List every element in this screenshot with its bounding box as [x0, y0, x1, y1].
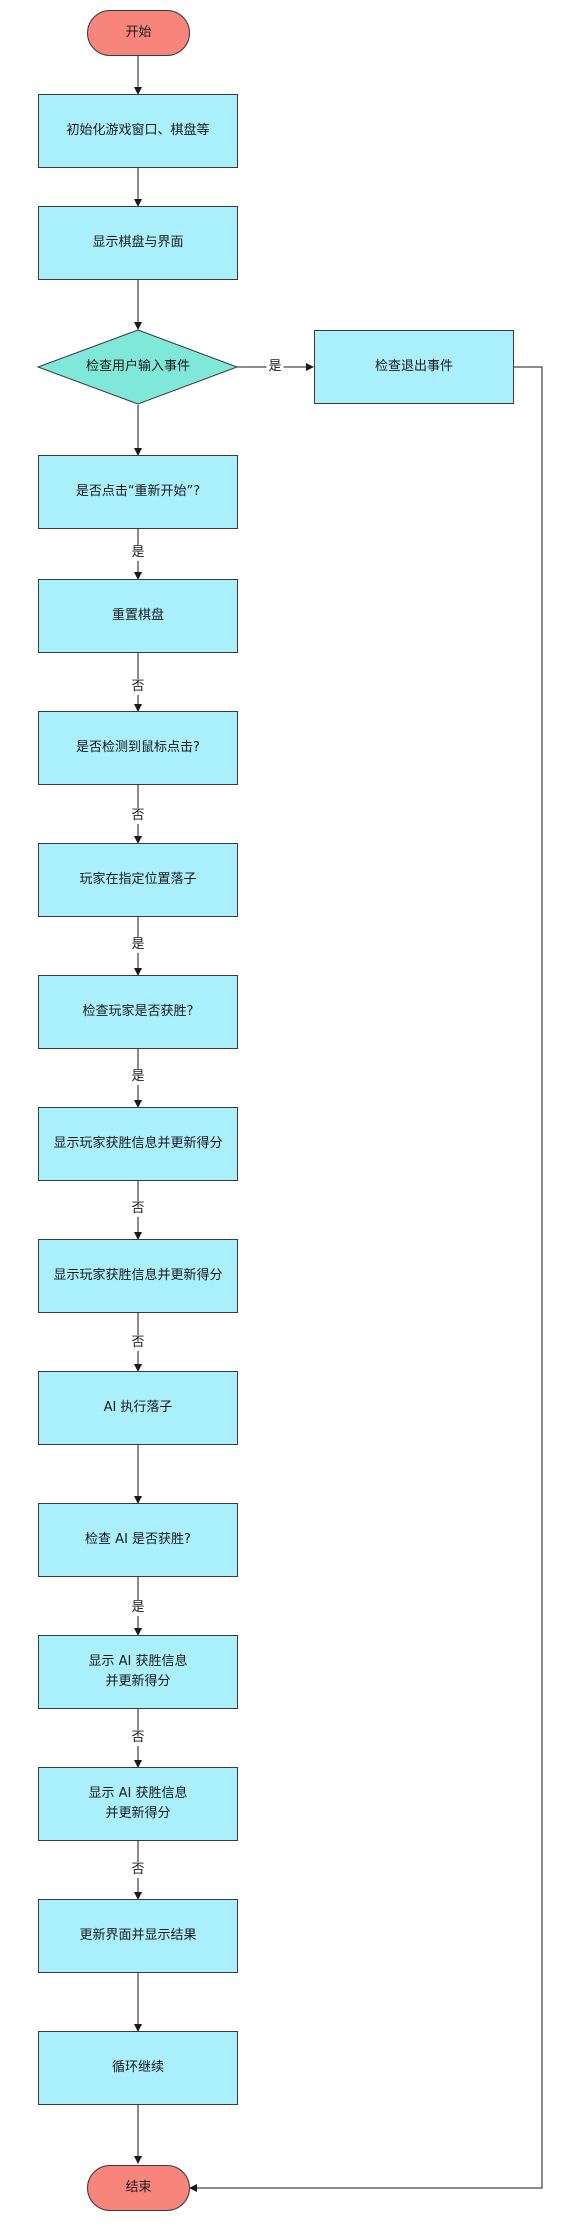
edge-label-mouse-move: 否 — [129, 808, 147, 824]
player-win-info-step-1: 显示玩家获胜信息并更新得分 — [38, 1107, 238, 1181]
edge-label-reset-mouse: 否 — [129, 679, 147, 695]
edge-label-winq-info1: 是 — [129, 1069, 147, 1085]
edge-label-info1-info2: 否 — [129, 1201, 147, 1217]
ai-win-question: 检查 AI 是否获胜? — [38, 1503, 238, 1577]
edge-label-aiinfo1-aiinfo2: 否 — [129, 1730, 147, 1746]
init-step: 初始化游戏窗口、棋盘等 — [38, 94, 238, 168]
decision-diamond-input — [36, 329, 239, 405]
edge-label-aiinfo2-update: 否 — [129, 1862, 147, 1878]
reset-board-step: 重置棋盘 — [38, 579, 238, 653]
ai-move-step: AI 执行落子 — [38, 1371, 238, 1445]
edge-label-restart-reset: 是 — [129, 545, 147, 561]
check-exit-step: 检查退出事件 — [314, 330, 514, 404]
end-node: 结束 — [87, 2165, 190, 2211]
player-move-step: 玩家在指定位置落子 — [38, 843, 238, 917]
ai-win-info-step-2: 显示 AI 获胜信息 并更新得分 — [38, 1767, 238, 1841]
edge-label-info2-ai: 否 — [129, 1335, 147, 1351]
edge-label-aiwin-aiinfo1: 是 — [129, 1600, 147, 1616]
edge-label-move-winq: 是 — [129, 937, 147, 953]
edge-label-input-exit: 是 — [266, 359, 284, 375]
player-win-question: 检查玩家是否获胜? — [38, 975, 238, 1049]
restart-question: 是否点击“重新开始”? — [38, 455, 238, 529]
start-node: 开始 — [87, 10, 190, 56]
ai-win-info-step-1: 显示 AI 获胜信息 并更新得分 — [38, 1635, 238, 1709]
show-board-step: 显示棋盘与界面 — [38, 206, 238, 280]
check-input-decision: 检查用户输入事件 — [85, 359, 190, 374]
mouse-click-question: 是否检测到鼠标点击? — [38, 711, 238, 785]
player-win-info-step-2: 显示玩家获胜信息并更新得分 — [38, 1239, 238, 1313]
loop-step: 循环继续 — [38, 2031, 238, 2105]
update-ui-step: 更新界面并显示结果 — [38, 1899, 238, 1973]
edge-exit-end — [189, 366, 543, 2192]
